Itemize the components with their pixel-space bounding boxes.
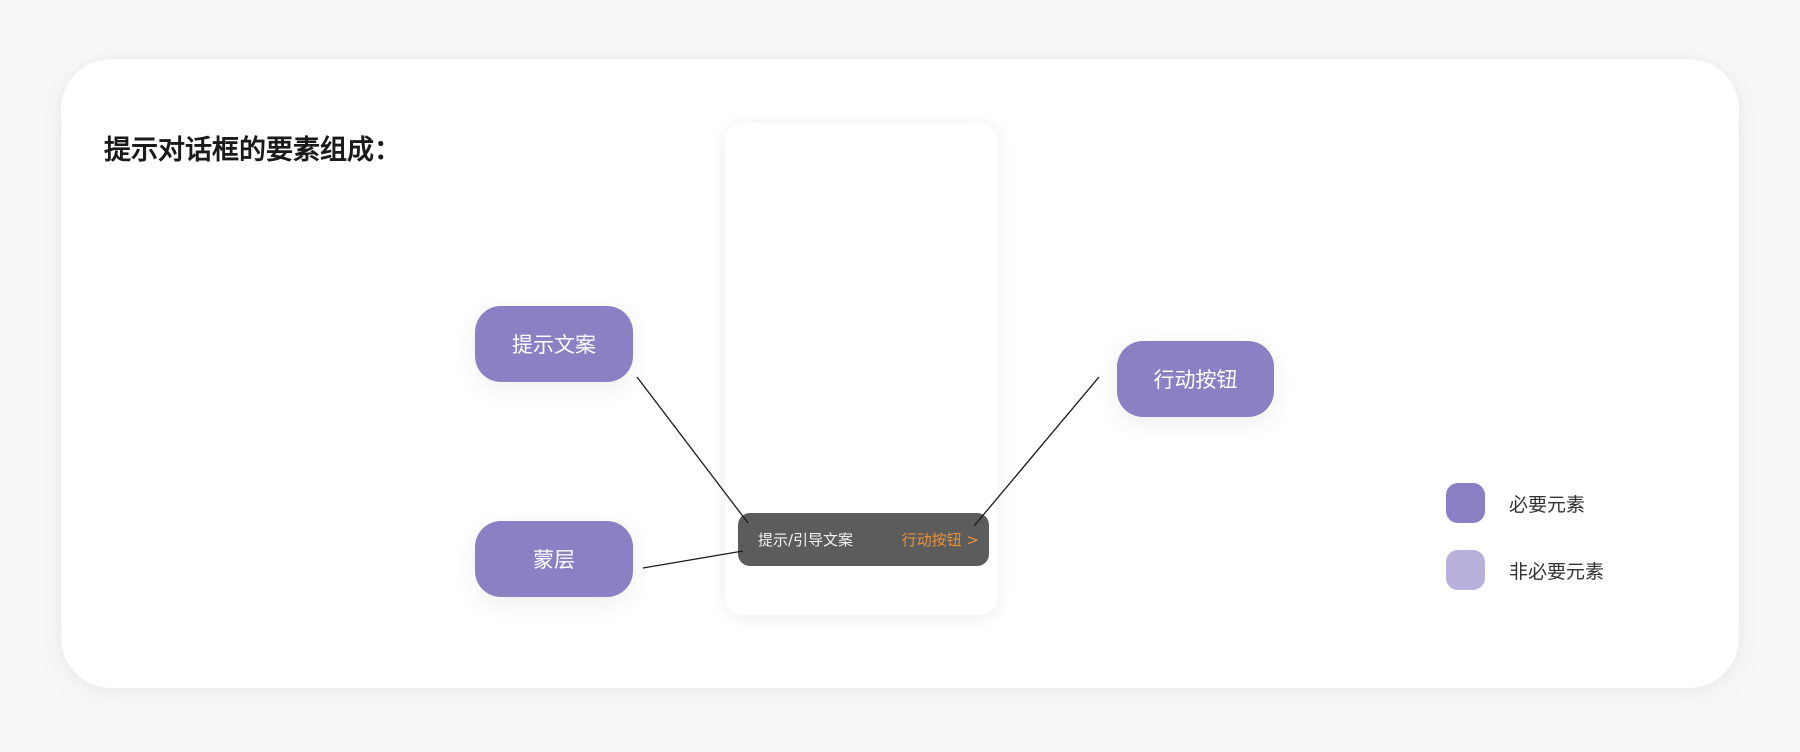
legend-label-optional: 非必要元素: [1509, 560, 1605, 583]
legend-label-required: 必要元素: [1509, 493, 1586, 516]
legend-item-optional: 非必要元素: [1446, 550, 1604, 590]
toast-action-button[interactable]: 行动按钮 >: [901, 531, 979, 549]
label-mask: 蒙层: [475, 521, 633, 597]
legend-swatch-required: [1446, 483, 1485, 523]
toast-bar: 提示/引导文案 行动按钮 >: [738, 513, 989, 566]
legend-item-required: 必要元素: [1446, 483, 1585, 523]
label-action-button: 行动按钮: [1117, 341, 1274, 417]
toast-message: 提示/引导文案: [758, 531, 854, 549]
label-tip-text: 提示文案: [475, 306, 633, 382]
legend-swatch-optional: [1446, 550, 1485, 590]
page-title: 提示对话框的要素组成：: [104, 135, 401, 166]
